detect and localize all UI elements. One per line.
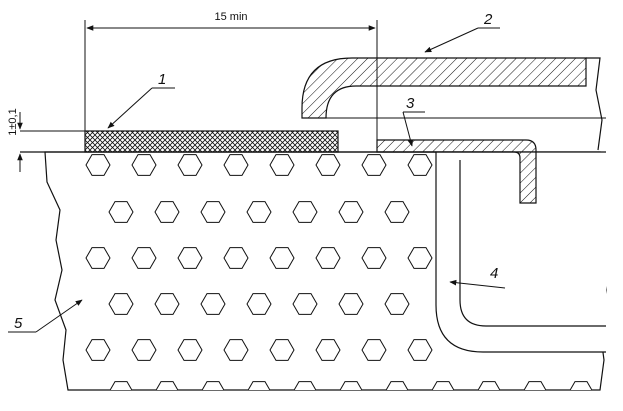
hex-cell <box>154 381 180 390</box>
hooked-strip <box>376 139 537 204</box>
hex-cell <box>384 293 410 315</box>
callout-1: 1 <box>107 71 175 129</box>
hex-cell <box>269 339 295 361</box>
callout-3: 3 <box>402 95 425 147</box>
cross-hatched-strip <box>84 130 339 153</box>
hex-cell <box>407 339 433 361</box>
hex-cell <box>338 293 364 315</box>
callout-2-label: 2 <box>483 11 493 28</box>
hex-cell <box>338 201 364 223</box>
hex-cell-grid <box>85 154 594 390</box>
hex-cell <box>131 154 157 176</box>
hex-cell <box>361 154 387 176</box>
thickness-dimension: 1±0,1 <box>7 108 23 172</box>
hex-cell <box>131 247 157 269</box>
callout-5-label: 5 <box>14 315 23 332</box>
hex-cell <box>315 247 341 269</box>
hex-cell <box>568 381 594 390</box>
hex-cell <box>338 381 364 390</box>
hex-cell <box>200 381 226 390</box>
hex-cell <box>407 154 433 176</box>
hex-cell <box>384 381 410 390</box>
hex-cell <box>246 201 272 223</box>
hex-cell <box>361 339 387 361</box>
hex-cell <box>269 247 295 269</box>
right-break-line <box>586 57 603 151</box>
hex-cell <box>108 201 134 223</box>
hex-cell <box>200 201 226 223</box>
hex-cell <box>384 201 410 223</box>
hex-cell <box>177 247 203 269</box>
hex-cell <box>292 293 318 315</box>
hex-cell <box>85 339 111 361</box>
hex-cell <box>108 381 134 390</box>
hex-cell <box>407 247 433 269</box>
callout-5: 5 <box>8 299 83 333</box>
hex-cell <box>315 339 341 361</box>
gap-dimension: 15 min <box>84 11 378 140</box>
hex-cell <box>223 154 249 176</box>
hex-cell <box>223 339 249 361</box>
hex-cell <box>223 247 249 269</box>
hex-cell <box>108 293 134 315</box>
hex-cell <box>292 201 318 223</box>
callout-4: 4 <box>449 265 506 289</box>
hex-cell <box>476 381 502 390</box>
hex-cell <box>177 339 203 361</box>
callout-4-label: 4 <box>490 265 498 282</box>
callout-1-label: 1 <box>158 71 166 88</box>
hex-cell <box>430 381 456 390</box>
hex-cell <box>315 154 341 176</box>
hex-cell <box>292 381 318 390</box>
hex-cell <box>269 154 295 176</box>
hex-cell <box>246 293 272 315</box>
hex-cell <box>85 247 111 269</box>
hex-cell <box>200 293 226 315</box>
gap-dimension-label: 15 min <box>214 11 247 23</box>
hex-cell <box>361 247 387 269</box>
hex-cell <box>246 381 272 390</box>
hex-cell <box>154 293 180 315</box>
thickness-dimension-label: 1±0,1 <box>7 108 19 135</box>
hex-cell <box>522 381 548 390</box>
hatched-cover <box>301 57 587 119</box>
hex-cell <box>177 154 203 176</box>
hex-cell <box>85 154 111 176</box>
hex-cell <box>154 201 180 223</box>
hex-cell <box>131 339 157 361</box>
callout-2: 2 <box>424 11 500 53</box>
callout-3-label: 3 <box>406 95 415 112</box>
